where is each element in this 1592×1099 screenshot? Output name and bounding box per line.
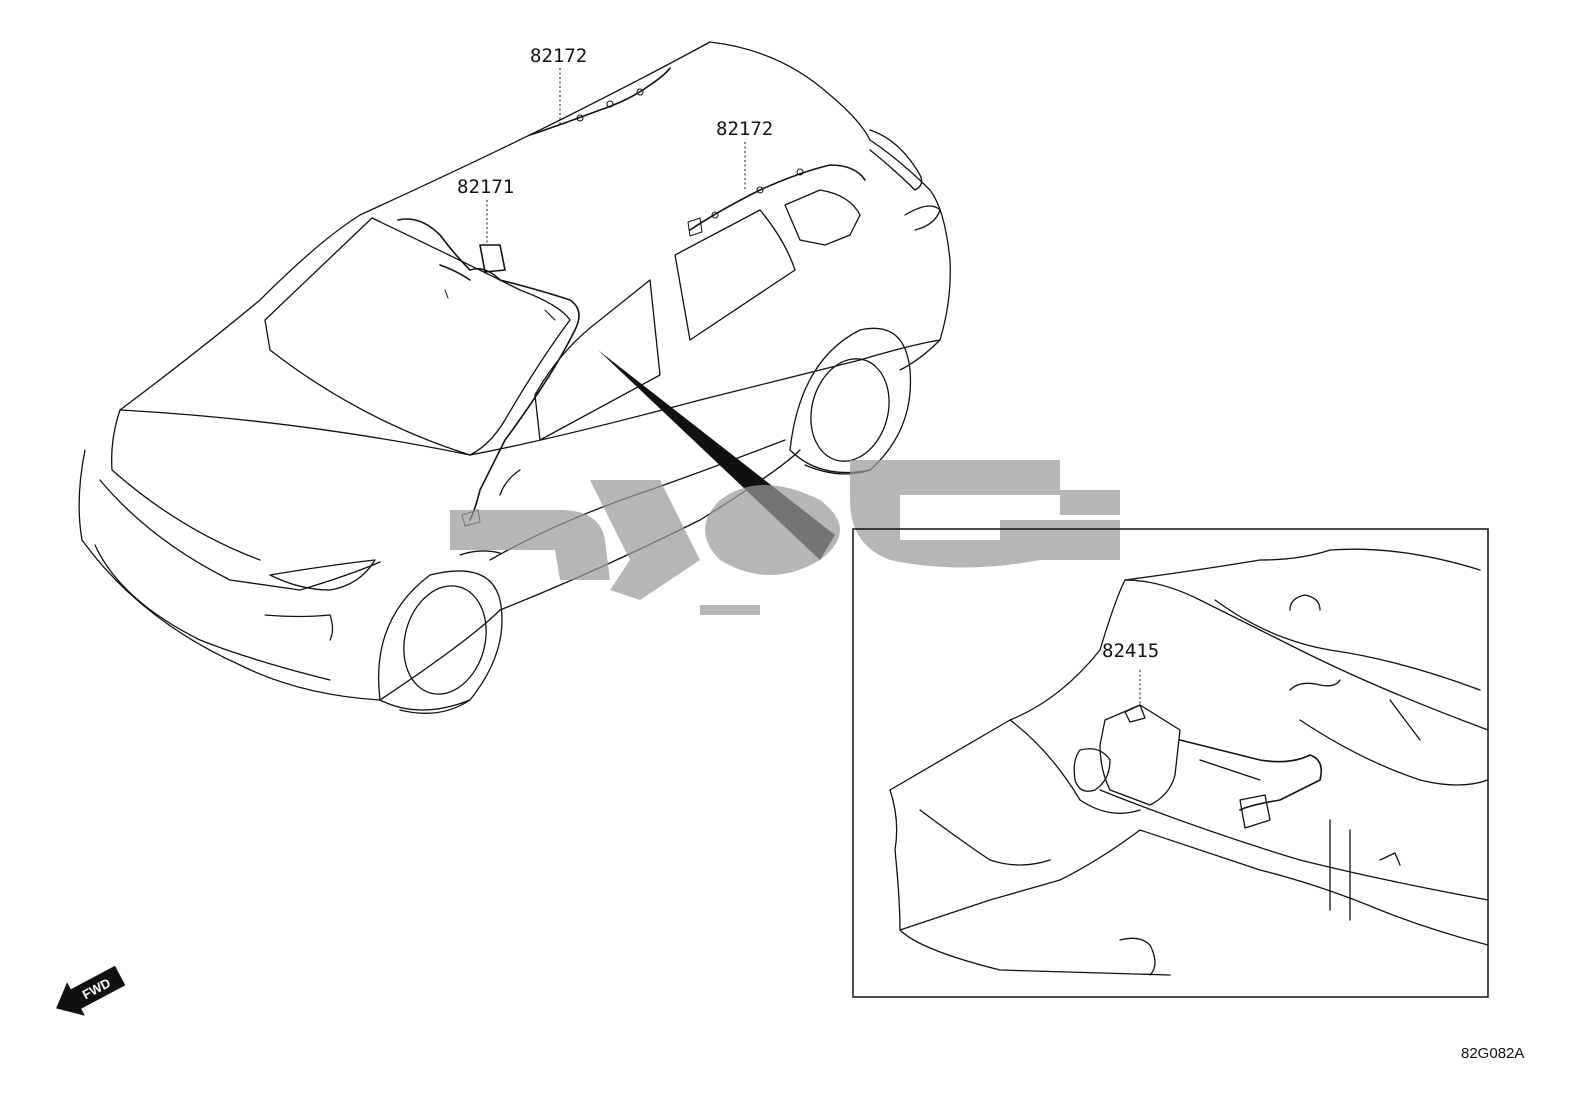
roof-harness-front	[529, 67, 671, 136]
part-number-label: 82171	[457, 176, 514, 198]
detail-inset	[852, 528, 1489, 998]
watermark-logo	[450, 460, 1120, 615]
part-number-label: 82172	[530, 45, 587, 67]
vehicle-outline	[78, 41, 951, 714]
part-number-label: 82415	[1102, 640, 1159, 662]
roof-harness-rear	[687, 164, 866, 237]
part-number-label: 82172	[716, 118, 773, 140]
callout-front-harness: 82171	[457, 176, 514, 245]
callout-roof-front: 82172	[530, 45, 587, 125]
callout-floor-harness: 82415	[1102, 640, 1159, 662]
front-pillar-harness	[397, 218, 580, 527]
figure-code: 82G082A	[1461, 1045, 1524, 1062]
fwd-arrow-icon: FWD	[56, 965, 126, 1016]
callout-roof-rear: 82172	[716, 118, 773, 190]
